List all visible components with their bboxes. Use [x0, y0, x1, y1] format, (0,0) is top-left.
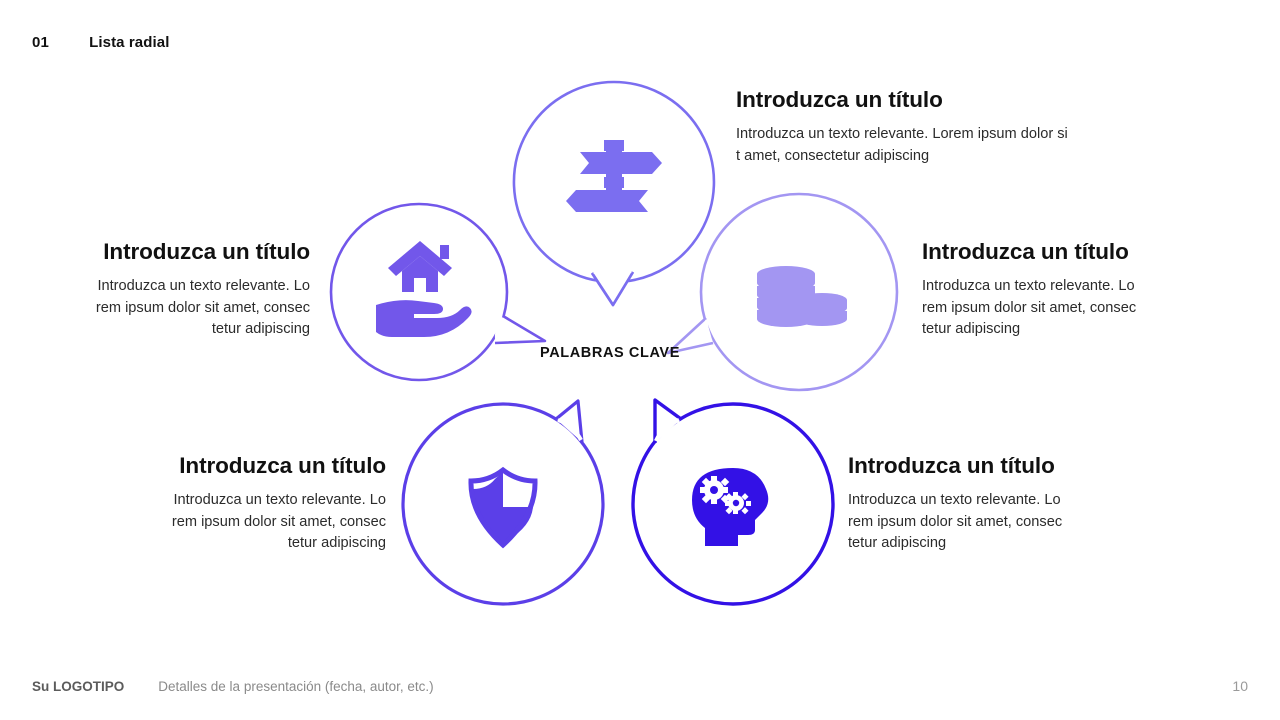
node-text-brain-gears: Introduzca un título Introduzca un texto…	[848, 452, 1098, 554]
coins-stack-icon	[757, 266, 847, 327]
node-text-signpost: Introduzca un título Introduzca un texto…	[736, 86, 1108, 167]
node-bubble-signpost[interactable]	[512, 80, 716, 307]
node-bubble-coins[interactable]	[666, 192, 899, 392]
node-body-signpost: Introduzca un texto relevante. Lorem ips…	[736, 126, 1068, 164]
footer-logo: Su LOGOTIPO	[32, 678, 125, 694]
house-in-hand-icon	[376, 241, 472, 337]
slide-number-label: 01	[32, 34, 50, 51]
node-title-house-hand: Introduzca un título	[103, 239, 310, 264]
node-text-coins: Introduzca un título Introduzca un texto…	[922, 238, 1172, 340]
center-keyword-label: PALABRAS CLAVE	[540, 345, 680, 361]
node-bubble-brain-gears[interactable]	[631, 398, 835, 606]
node-bubble-house-hand[interactable]	[329, 202, 547, 382]
head-gears-icon	[692, 468, 769, 546]
shield-icon	[468, 466, 538, 549]
node-text-house-hand: Introduzca un título Introduzca un texto…	[46, 238, 310, 340]
slide-header: 01 Lista radial	[32, 34, 170, 51]
node-title-brain-gears: Introduzca un título	[848, 453, 1055, 478]
node-title-coins: Introduzca un título	[922, 239, 1129, 264]
node-body-brain-gears: Introduzca un texto relevante. Lo rem ip…	[848, 492, 1063, 551]
footer-page-number: 10	[1232, 678, 1248, 694]
node-body-shield: Introduzca un texto relevante. Lo rem ip…	[171, 492, 386, 551]
node-body-house-hand: Introduzca un texto relevante. Lo rem ip…	[95, 278, 310, 337]
node-title-signpost: Introduzca un título	[736, 87, 943, 112]
node-text-shield: Introduzca un título Introduzca un texto…	[130, 452, 386, 554]
footer-details: Detalles de la presentación (fecha, auto…	[158, 678, 434, 694]
page-title: Lista radial	[89, 34, 170, 51]
node-title-shield: Introduzca un título	[179, 453, 386, 478]
signpost-icon	[566, 140, 662, 212]
node-body-coins: Introduzca un texto relevante. Lo rem ip…	[922, 278, 1137, 337]
slide-footer: Su LOGOTIPO Detalles de la presentación …	[32, 678, 1248, 694]
node-bubble-shield[interactable]	[401, 399, 605, 606]
